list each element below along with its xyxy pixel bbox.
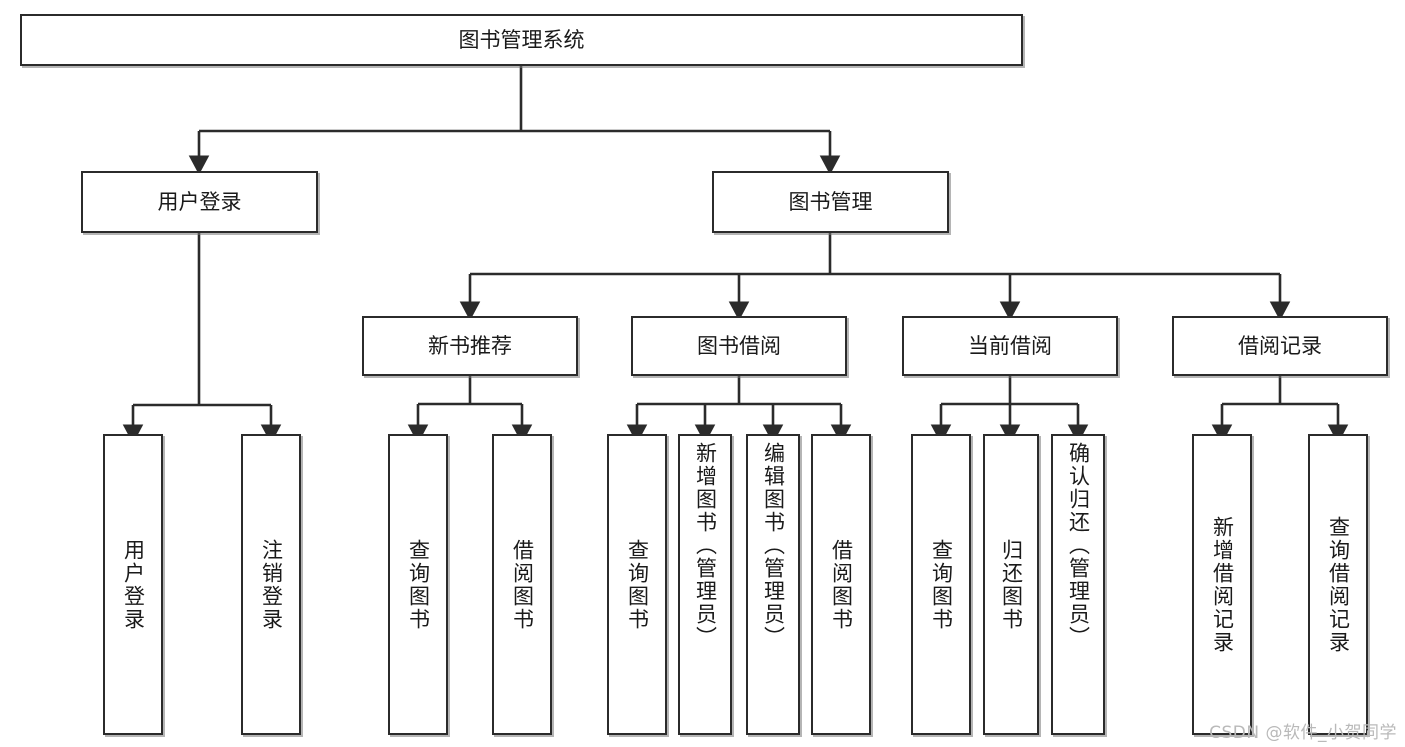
- node-root-system[interactable]: 图书管理系统: [20, 14, 1023, 66]
- leaf-query-books-borrow[interactable]: 查询图书: [607, 434, 667, 735]
- node-label: 当前借阅: [968, 333, 1052, 358]
- node-book-borrow[interactable]: 图书借阅: [631, 316, 847, 376]
- leaf-borrow-books-borrow[interactable]: 借阅图书: [811, 434, 871, 735]
- node-label: 注销登录: [259, 538, 284, 631]
- node-book-management[interactable]: 图书管理: [712, 171, 949, 233]
- node-label: 用户登录: [157, 189, 242, 214]
- node-borrow-records[interactable]: 借阅记录: [1172, 316, 1388, 376]
- node-label: 查询借阅记录: [1326, 515, 1351, 654]
- leaf-query-books-current[interactable]: 查询图书: [911, 434, 971, 735]
- leaf-add-book-admin[interactable]: 新增图书（管理员）: [678, 434, 732, 735]
- node-label: 用户登录: [121, 538, 146, 631]
- node-label: 归还图书: [999, 538, 1024, 631]
- node-current-borrow[interactable]: 当前借阅: [902, 316, 1118, 376]
- node-label: 借阅图书: [829, 538, 854, 631]
- node-label: 图书管理系统: [458, 27, 585, 52]
- node-label: 查询图书: [406, 538, 431, 631]
- node-user-login[interactable]: 用户登录: [81, 171, 318, 233]
- leaf-query-borrow-record[interactable]: 查询借阅记录: [1308, 434, 1368, 735]
- leaf-user-login[interactable]: 用户登录: [103, 434, 163, 735]
- leaf-edit-book-admin[interactable]: 编辑图书（管理员）: [746, 434, 800, 735]
- node-label: 图书管理: [788, 189, 873, 214]
- leaf-return-books[interactable]: 归还图书: [983, 434, 1039, 735]
- node-label: 查询图书: [625, 538, 650, 631]
- leaf-add-borrow-record[interactable]: 新增借阅记录: [1192, 434, 1252, 735]
- node-label: 确认归还（管理员）: [1066, 442, 1091, 649]
- node-label: 新增借阅记录: [1210, 515, 1235, 654]
- node-label: 新书推荐: [428, 333, 512, 358]
- node-label: 查询图书: [929, 538, 954, 631]
- node-label: 新增图书（管理员）: [693, 442, 718, 649]
- node-new-book-recommend[interactable]: 新书推荐: [362, 316, 578, 376]
- leaf-borrow-books-recommend[interactable]: 借阅图书: [492, 434, 552, 735]
- leaf-logout-login[interactable]: 注销登录: [241, 434, 301, 735]
- node-label: 借阅图书: [510, 538, 535, 631]
- node-label: 图书借阅: [697, 333, 781, 358]
- leaf-query-books-recommend[interactable]: 查询图书: [388, 434, 448, 735]
- node-label: 编辑图书（管理员）: [761, 442, 786, 649]
- leaf-confirm-return-admin[interactable]: 确认归还（管理员）: [1051, 434, 1105, 735]
- node-label: 借阅记录: [1238, 333, 1322, 358]
